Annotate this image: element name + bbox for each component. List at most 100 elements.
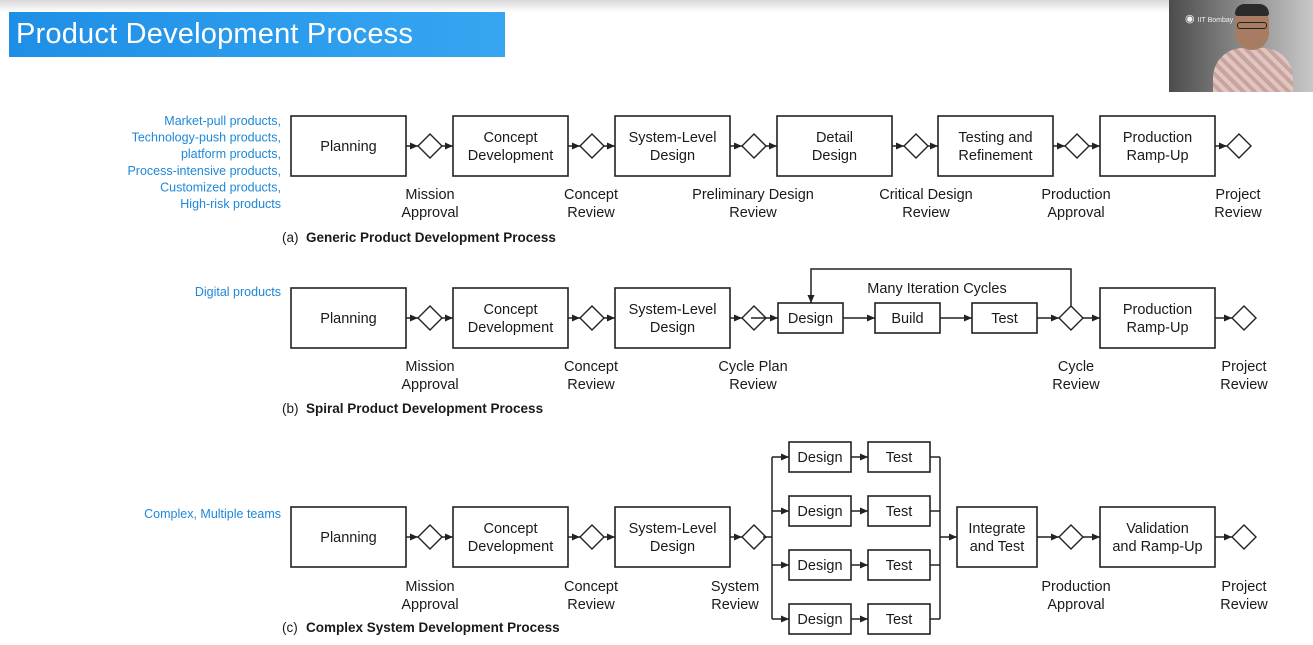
phase-box-label: Design (812, 148, 857, 164)
track-test-box (867, 603, 931, 635)
process-caption-text: Spiral Product Development Process (306, 401, 543, 416)
track-test-box-label: Test (886, 504, 913, 520)
phase-box (776, 115, 893, 177)
review-label: Review (1052, 377, 1100, 393)
phase-box-label: and Test (970, 539, 1025, 555)
review-label: Review (729, 205, 777, 221)
review-label: Review (1220, 377, 1268, 393)
review-label: Approval (401, 205, 458, 221)
phase-box-label: Refinement (958, 148, 1032, 164)
review-label: Review (902, 205, 950, 221)
phase-box-label: Ramp-Up (1126, 148, 1188, 164)
track-design-box-label: Design (797, 450, 842, 466)
review-label: Review (711, 597, 759, 613)
phase-box-label: Development (468, 539, 553, 555)
phase-box-label: Concept (483, 130, 537, 146)
phase-box (1099, 287, 1216, 349)
phase-box-label: Planning (320, 530, 376, 546)
slide-title: Product Development Process (9, 12, 505, 57)
loop-step-box-label: Test (991, 311, 1018, 327)
loop-step-box (971, 302, 1038, 334)
phase-box (937, 115, 1054, 177)
review-label: Concept (564, 359, 618, 375)
phase-box-label: Testing and (958, 130, 1032, 146)
process-caption-text: Generic Product Development Process (306, 230, 556, 245)
review-label: Approval (1047, 597, 1104, 613)
review-label: Production (1041, 579, 1110, 595)
review-label: Mission (405, 359, 454, 375)
review-gate (1058, 524, 1084, 550)
review-label: Concept (564, 187, 618, 203)
product-type-label: platform products, (181, 147, 281, 161)
cycle-review-gate (1058, 305, 1084, 331)
review-gate (417, 133, 443, 159)
review-label: Critical Design (879, 187, 972, 203)
review-gate (1226, 133, 1252, 159)
iit-logo-text: IIT Bombay (1197, 17, 1234, 24)
process-caption-letter: (b) (282, 401, 299, 416)
review-gate (1231, 305, 1257, 331)
phase-box-label: System-Level (629, 130, 717, 146)
review-gate (1064, 133, 1090, 159)
track-design-box-label: Design (797, 612, 842, 628)
review-label: Cycle Plan (718, 359, 787, 375)
product-type-label: Customized products, (160, 180, 281, 194)
phase-box-label: Detail (816, 130, 853, 146)
phase-box-label: Development (468, 148, 553, 164)
review-label: Review (567, 377, 615, 393)
window-top-edge (0, 0, 1313, 12)
track-test-box (867, 441, 931, 473)
phase-box (614, 506, 731, 568)
phase-box (290, 115, 407, 177)
track-test-box (867, 549, 931, 581)
phase-box-label: and Ramp-Up (1112, 539, 1202, 555)
review-label: Project (1221, 359, 1266, 375)
review-label: Project (1221, 579, 1266, 595)
loop-label: Many Iteration Cycles (867, 281, 1006, 297)
track-test-box-label: Test (886, 450, 913, 466)
iit-logo: ◉IIT Bombay (1185, 12, 1233, 25)
loop-step-box-label: Build (891, 311, 923, 327)
product-type-label: Complex, Multiple teams (144, 507, 281, 521)
presenter-body (1213, 48, 1293, 92)
review-gate (1231, 524, 1257, 550)
phase-box-label: Development (468, 320, 553, 336)
product-type-label: Technology-push products, (132, 131, 281, 145)
phase-box (290, 506, 407, 568)
phase-box (614, 115, 731, 177)
review-label: Cycle (1058, 359, 1094, 375)
review-label: Approval (1047, 205, 1104, 221)
presenter-webcam: ◉IIT Bombay (1169, 0, 1313, 92)
loop-step-box (874, 302, 941, 334)
review-label: Production (1041, 187, 1110, 203)
iteration-loop-arrow (807, 268, 1072, 306)
product-type-label: High-risk products (180, 197, 281, 211)
review-gate (579, 305, 605, 331)
phase-box-label: Design (650, 148, 695, 164)
presenter-glasses (1237, 22, 1267, 29)
review-label: Project (1215, 187, 1260, 203)
review-label: Review (567, 205, 615, 221)
review-label: Concept (564, 579, 618, 595)
phase-box-label: Design (650, 320, 695, 336)
review-label: Review (567, 597, 615, 613)
review-label: Approval (401, 377, 458, 393)
presenter-hair (1235, 4, 1269, 16)
process-caption-letter: (c) (282, 620, 298, 635)
review-label: Approval (401, 597, 458, 613)
track-test-box-label: Test (886, 612, 913, 628)
process-caption-text: Complex System Development Process (306, 620, 560, 635)
review-gate (903, 133, 929, 159)
phase-box (452, 506, 569, 568)
phase-box-label: Concept (483, 302, 537, 318)
phase-box (1099, 506, 1216, 568)
review-gate (579, 133, 605, 159)
review-gate (741, 133, 767, 159)
phase-box (1099, 115, 1216, 177)
review-label: Mission (405, 579, 454, 595)
phase-box-label: Concept (483, 521, 537, 537)
phase-box-label: System-Level (629, 302, 717, 318)
phase-box (290, 287, 407, 349)
review-label: Review (1214, 205, 1262, 221)
phase-box-label: Planning (320, 139, 376, 155)
